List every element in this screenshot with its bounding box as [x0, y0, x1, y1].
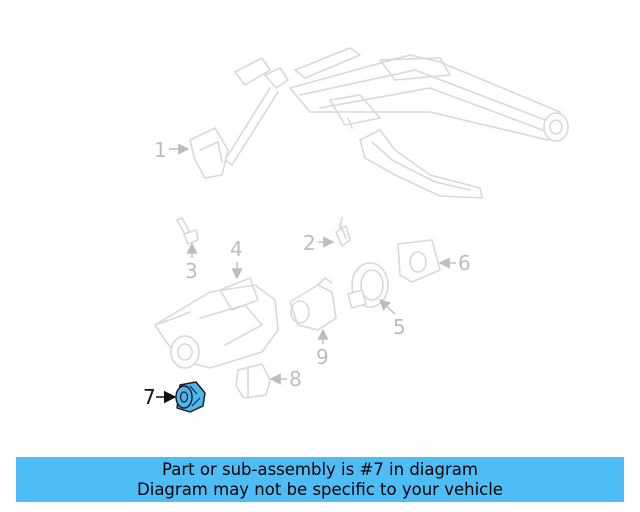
- lock-housing-part-4: [154, 277, 279, 369]
- callout-7: 7: [143, 385, 177, 409]
- bolt-part-2: [335, 217, 351, 247]
- banner-line-2: Diagram may not be specific to your vehi…: [137, 480, 503, 499]
- switch-part-9: [289, 277, 337, 331]
- callout-7-label: 7: [143, 385, 156, 409]
- steering-column-assembly: [189, 47, 569, 199]
- callout-6-label: 6: [458, 251, 471, 275]
- callout-3: 3: [185, 242, 198, 283]
- parts-diagram: 1 2 3 4 5: [143, 47, 569, 413]
- bolt-part-3: [176, 217, 199, 245]
- callout-5-label: 5: [393, 315, 406, 339]
- info-banner: Part or sub-assembly is #7 in diagram Di…: [16, 457, 624, 502]
- callout-2-label: 2: [303, 231, 316, 255]
- highlighted-part-7[interactable]: [175, 381, 206, 413]
- callout-1-label: 1: [154, 138, 167, 162]
- sensor-part-8: [235, 363, 271, 399]
- callout-4: 4: [230, 237, 243, 280]
- callout-6: 6: [438, 251, 471, 275]
- ring-part-5: [347, 262, 389, 309]
- callout-2: 2: [303, 231, 335, 255]
- callout-8-label: 8: [289, 367, 302, 391]
- banner-line-1: Part or sub-assembly is #7 in diagram: [162, 460, 478, 479]
- callout-9-label: 9: [316, 345, 329, 369]
- callout-8: 8: [269, 367, 302, 391]
- callout-1: 1: [154, 138, 190, 162]
- callout-9: 9: [316, 328, 329, 369]
- bracket-part-6: [397, 239, 441, 283]
- callout-3-label: 3: [185, 259, 198, 283]
- callout-4-label: 4: [230, 237, 243, 261]
- callout-5: 5: [378, 299, 406, 339]
